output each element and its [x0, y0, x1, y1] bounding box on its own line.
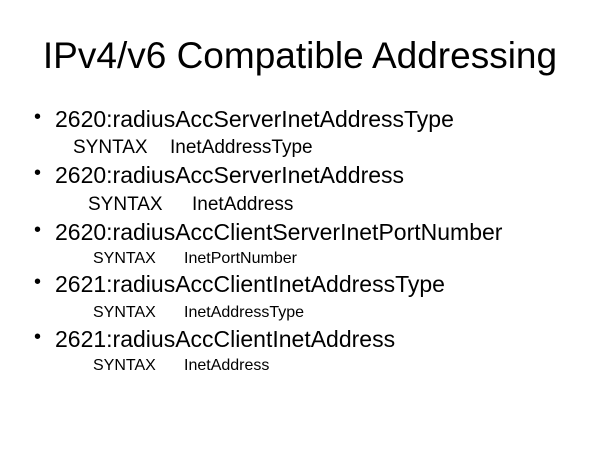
syntax-keyword: SYNTAX: [88, 194, 163, 215]
syntax-value: InetAddress: [184, 357, 270, 374]
syntax-line: SYNTAX InetAddress: [0, 194, 600, 224]
syntax-line: SYNTAX InetPortNumber: [0, 250, 600, 280]
slide-title: IPv4/v6 Compatible Addressing: [42, 35, 558, 76]
list-item: • 2620:radiusAccClientServerInetPortNumb…: [0, 219, 600, 249]
syntax-keyword: SYNTAX: [93, 304, 156, 321]
syntax-line: SYNTAX InetAddressType: [0, 304, 600, 334]
bullet-text: 2620:radiusAccServerInetAddressType: [55, 106, 454, 132]
syntax-value: InetPortNumber: [184, 250, 297, 267]
syntax-keyword: SYNTAX: [73, 137, 148, 158]
bullet-text: 2621:radiusAccClientInetAddress: [55, 326, 396, 352]
bullet-text: 2621:radiusAccClientInetAddressType: [55, 271, 445, 297]
bullet-text: 2620:radiusAccServerInetAddress: [55, 162, 405, 188]
bullet-icon: •: [34, 106, 42, 128]
syntax-keyword: SYNTAX: [93, 250, 156, 267]
syntax-value: InetAddressType: [184, 304, 305, 321]
list-item: • 2621:radiusAccClientInetAddressType: [0, 271, 600, 301]
list-item: • 2621:radiusAccClientInetAddress: [0, 326, 600, 356]
syntax-keyword: SYNTAX: [93, 357, 156, 374]
syntax-line: SYNTAX InetAddress: [0, 357, 600, 387]
syntax-value: InetAddressType: [170, 137, 313, 158]
bullet-text: 2620:radiusAccClientServerInetPortNumber: [55, 219, 503, 245]
syntax-line: SYNTAX InetAddressType: [0, 137, 600, 167]
list-item: • 2620:radiusAccServerInetAddressType: [0, 106, 600, 136]
syntax-value: InetAddress: [192, 194, 294, 215]
list-item: • 2620:radiusAccServerInetAddress: [0, 162, 600, 192]
bullet-icon: •: [34, 326, 42, 348]
bullet-icon: •: [34, 271, 42, 293]
bullet-icon: •: [34, 219, 42, 241]
bullet-icon: •: [34, 162, 42, 184]
